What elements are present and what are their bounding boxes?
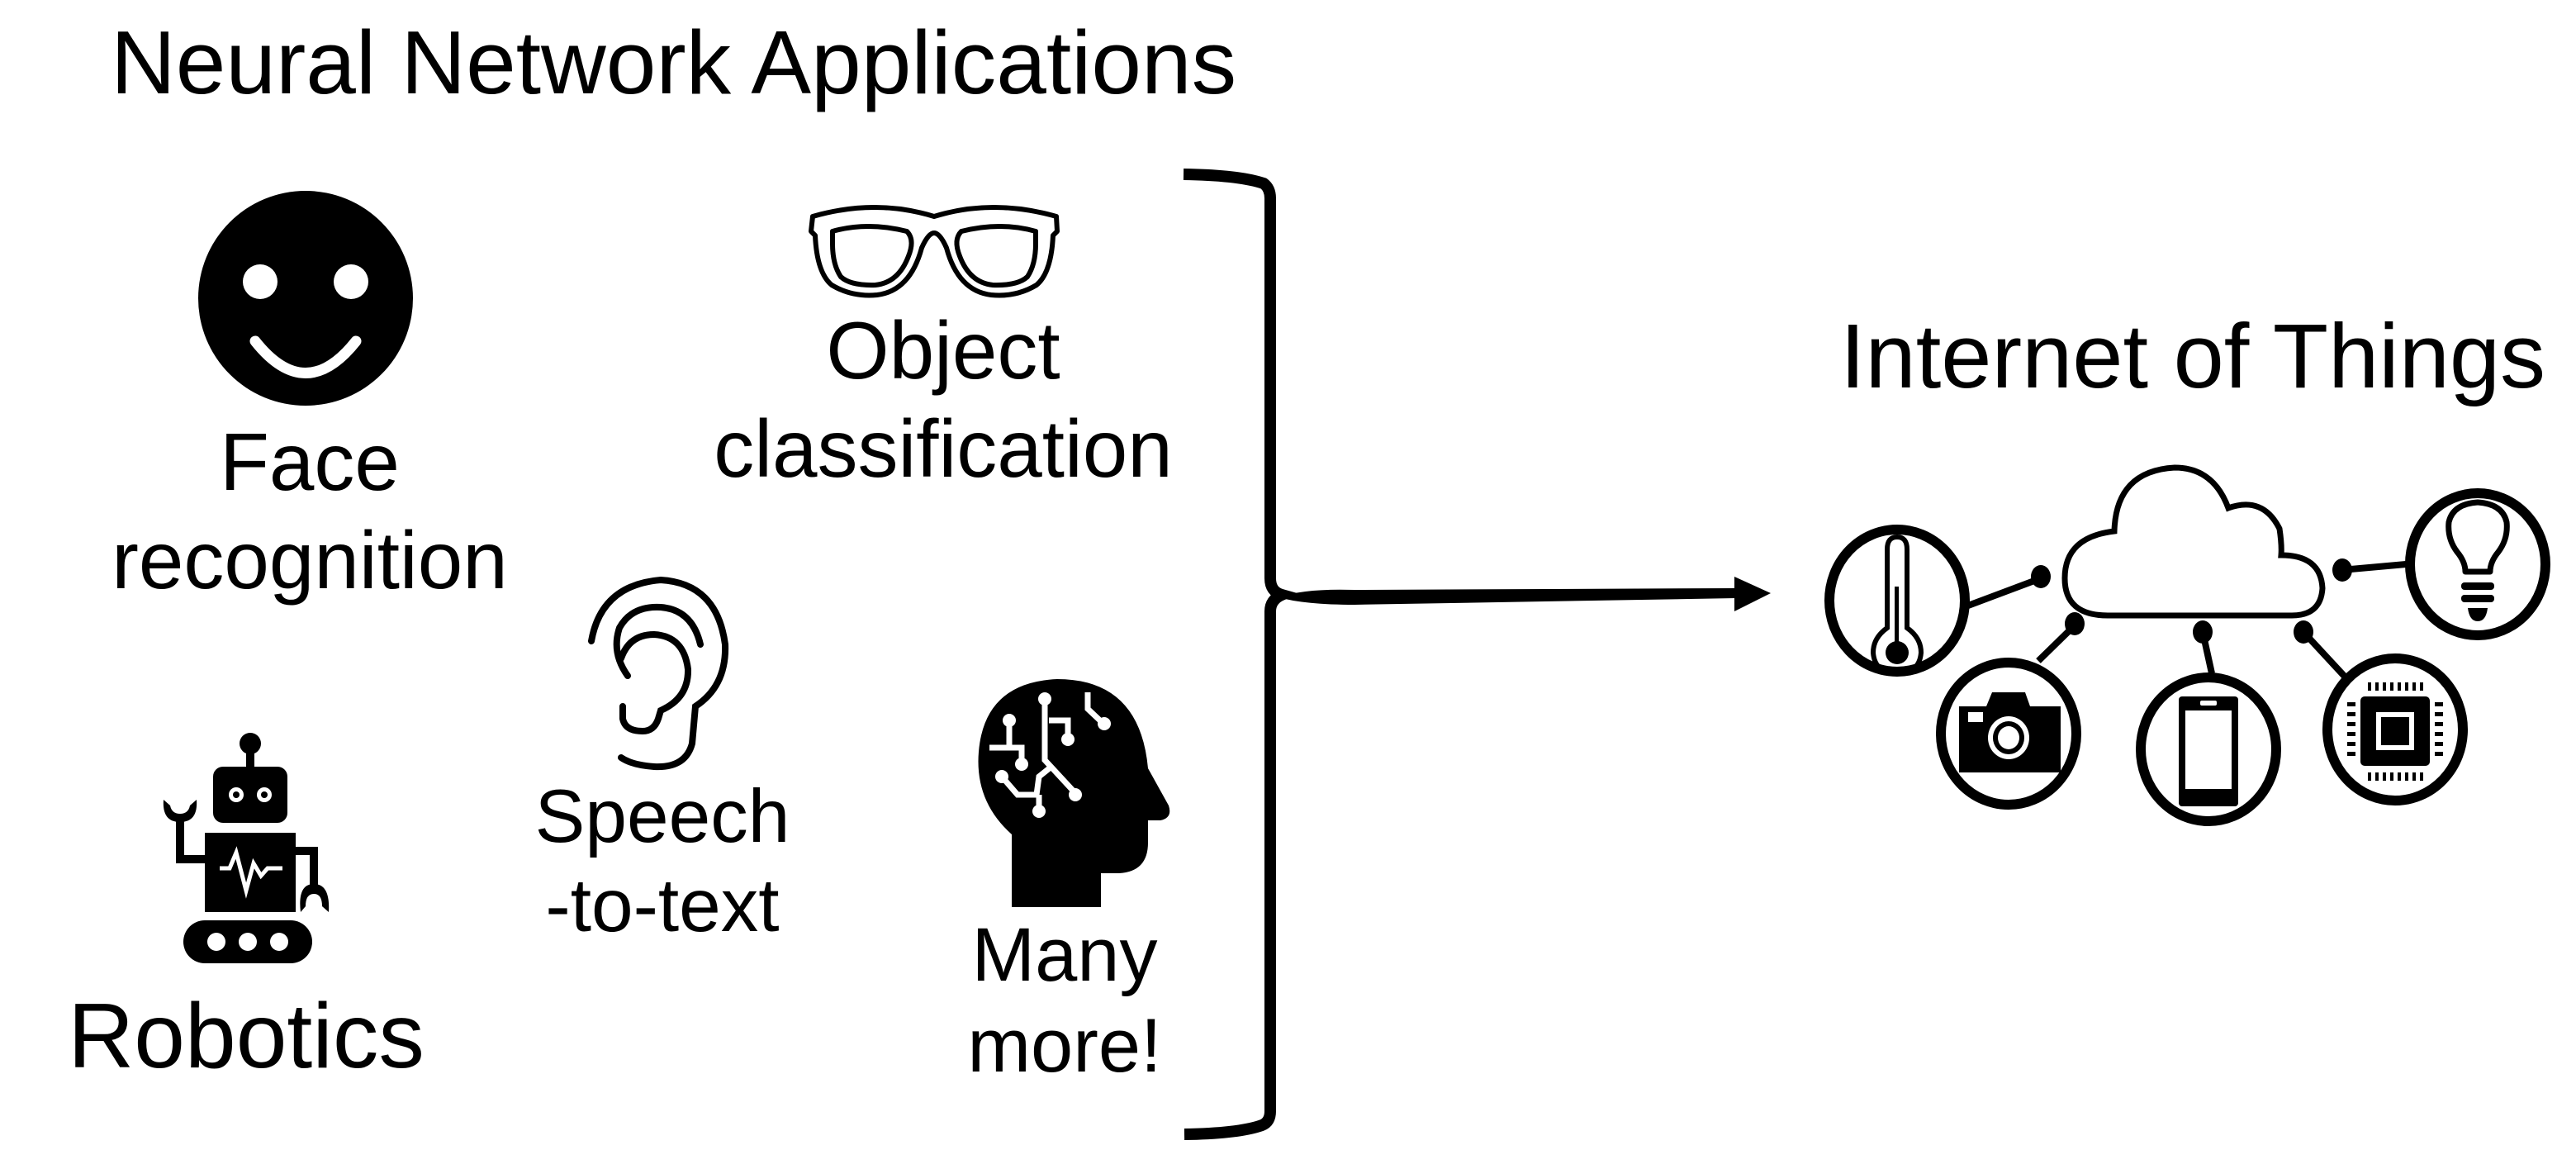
face-recognition-label: Face recognition — [111, 413, 507, 610]
iot-cluster — [1824, 464, 2550, 826]
curly-brace — [1183, 169, 1299, 1140]
label-line: Object — [826, 305, 1060, 396]
smartphone-icon — [2136, 672, 2281, 826]
many-more-label: Many more! — [967, 910, 1161, 1091]
brain-head-icon — [978, 679, 1170, 907]
neural-network-applications-title: Neural Network Applications — [111, 12, 1237, 113]
thermometer-icon — [1824, 525, 1970, 677]
ear-icon — [588, 576, 729, 771]
arrow-shaft — [1279, 588, 1736, 605]
bracket-arrow-connector — [1183, 169, 1771, 1140]
label-line: -to-text — [545, 864, 780, 948]
label-line: more! — [967, 1004, 1162, 1088]
label-line: classification — [714, 403, 1173, 494]
label-line: Face — [220, 416, 400, 507]
connector-dots — [2031, 558, 2352, 644]
microchip-icon — [2322, 653, 2468, 805]
label-line: Robotics — [68, 985, 425, 1087]
smiley-face-icon — [198, 191, 413, 406]
glasses-icon — [809, 205, 1060, 298]
robot-icon — [163, 733, 330, 963]
cloud-icon — [2061, 464, 2326, 619]
label-line: Speech — [534, 775, 790, 858]
label-line: Many — [971, 913, 1158, 997]
robotics-label: Robotics — [68, 987, 425, 1086]
arrow-head — [1734, 577, 1771, 611]
internet-of-things-title: Internet of Things — [1840, 306, 2546, 407]
object-classification-label: Object classification — [714, 302, 1173, 498]
label-line: recognition — [111, 515, 508, 606]
light-bulb-icon — [2405, 488, 2550, 640]
speech-to-text-label: Speech -to-text — [535, 772, 790, 951]
camera-icon — [1936, 658, 2081, 810]
